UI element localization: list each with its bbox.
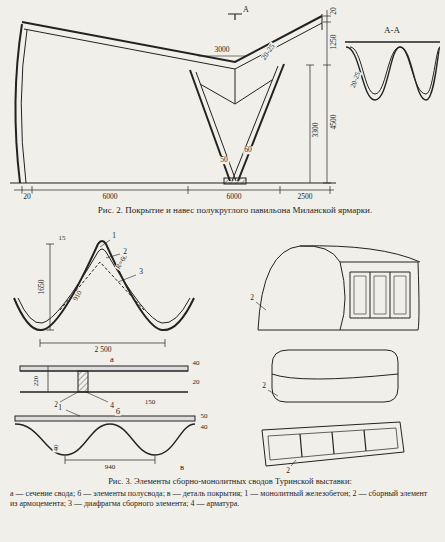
dimension-label: 20 (192, 379, 201, 386)
dimension-label: 1 (57, 404, 63, 412)
dimension-label: 40 (192, 360, 201, 367)
dimension-label: 20 (330, 6, 338, 16)
dimension-label: 2500 (297, 193, 314, 201)
dimension-label: 150 (144, 399, 157, 406)
dimension-label: 2 (122, 248, 128, 256)
dimension-label: 1650 (38, 279, 46, 296)
dimension-label: а (109, 355, 115, 364)
dimension-label: 50 (200, 413, 209, 420)
dimension-label: А (242, 6, 250, 14)
dimension-label: 60 (243, 146, 253, 154)
dimension-label: 2 (285, 467, 291, 475)
dimension-label: 15 (58, 235, 67, 242)
dimension-label: 4500 (330, 114, 338, 131)
dimension-label: 50 (219, 156, 229, 164)
dimension-label: 220 (33, 375, 40, 388)
dimension-label: 2 (261, 382, 267, 390)
dimension-label: 40 (53, 444, 60, 453)
dimension-label: 1250 (330, 34, 338, 51)
dimension-label: 3300 (312, 122, 320, 139)
dimension-label: б (115, 407, 121, 416)
dimension-label: 3000 (214, 46, 231, 54)
dimension-label: 6000 (102, 193, 119, 201)
dimension-label: 940 (104, 464, 117, 471)
dimension-label: А-А (383, 26, 401, 35)
dimension-label: 2 500 (94, 346, 113, 354)
dimension-label: 20-25 (350, 70, 363, 90)
dimension-label: 1 (111, 232, 117, 240)
dimension-label: 3 (138, 268, 144, 276)
dimension-label: 2 (249, 294, 255, 302)
dimension-label: 20 (22, 193, 32, 201)
dimension-label: 40 (200, 424, 209, 431)
caption-text: а — сечение свода; б — элементы полусвод… (10, 489, 435, 509)
dimension-label: 20-25 (259, 42, 276, 62)
caption-text: Рис. 3. Элементы сборно-монолитных сводо… (30, 476, 430, 487)
dimension-label: в (179, 463, 185, 472)
dimension-label: 6000 (226, 193, 243, 201)
caption-text: Рис. 2. Покрытие и навес полукруглого па… (40, 205, 430, 216)
